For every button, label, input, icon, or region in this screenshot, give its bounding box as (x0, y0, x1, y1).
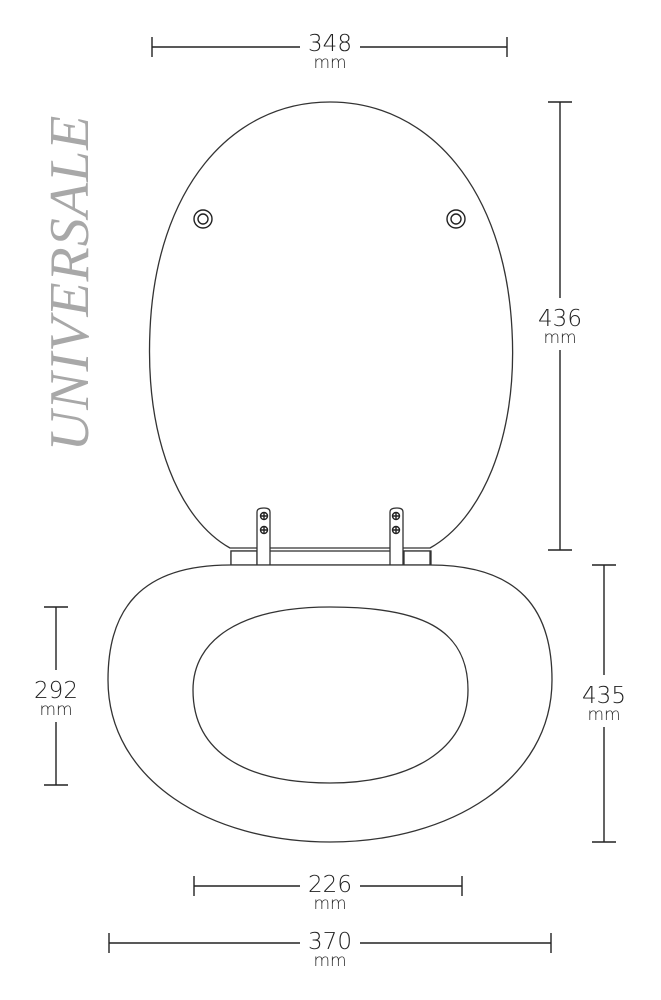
dimension-seat-width: 370 mm (108, 929, 552, 971)
lid-bumper-right (446, 209, 466, 229)
svg-text:mm: mm (587, 705, 620, 725)
svg-text:mm: mm (39, 700, 72, 720)
svg-text:mm: mm (313, 894, 346, 914)
seat-opening-outline (192, 606, 469, 784)
svg-text:mm: mm (313, 53, 346, 73)
lid-outline (148, 101, 514, 549)
svg-text:mm: mm (543, 328, 576, 348)
svg-text:435: 435 (582, 683, 626, 709)
svg-text:226: 226 (308, 872, 352, 898)
brand-logo-text: UNIVERSALE (39, 115, 101, 452)
svg-text:348: 348 (308, 31, 352, 57)
dimension-opening-length: 292 mm (34, 606, 78, 786)
svg-text:436: 436 (538, 306, 582, 332)
dimension-opening-width: 226 mm (193, 872, 463, 914)
dimension-lid-width: 348 mm (151, 31, 508, 73)
lid-bumper-left (193, 209, 213, 229)
svg-text:292: 292 (34, 678, 78, 704)
svg-text:370: 370 (308, 929, 352, 955)
dimension-seat-length: 435 mm (582, 564, 626, 843)
dimension-lid-length: 436 mm (538, 101, 582, 551)
svg-text:mm: mm (313, 951, 346, 971)
